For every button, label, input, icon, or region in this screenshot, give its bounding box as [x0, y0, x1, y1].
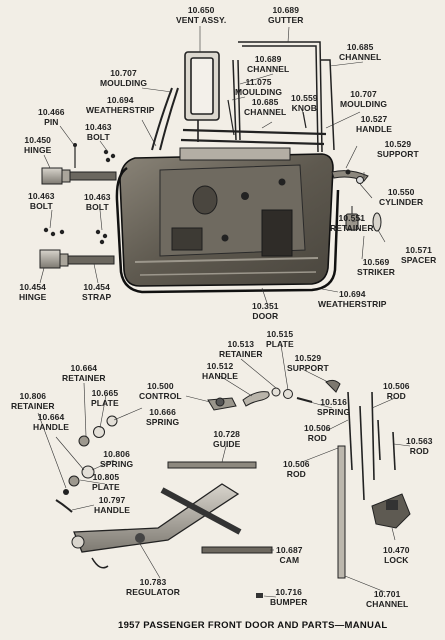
upper-hinge — [41, 143, 117, 185]
bolts-upper — [43, 149, 116, 245]
glass-run-channel — [337, 445, 346, 579]
inside-handle-parts — [55, 415, 118, 513]
door-shell — [119, 147, 334, 287]
rods — [347, 391, 396, 501]
callout-control: 10.500 CONTROL — [139, 381, 182, 401]
gutter-and-channels — [232, 41, 335, 153]
door-lock — [371, 493, 411, 529]
bumper — [256, 593, 263, 598]
vent-assembly — [184, 51, 220, 142]
window-guide — [167, 461, 257, 469]
top-weatherstrip — [151, 87, 179, 151]
leader-lines — [37, 26, 411, 598]
outside-handle-assembly — [331, 169, 369, 184]
window-regulator — [71, 483, 242, 569]
door-weatherstrip — [115, 166, 340, 294]
mouldings — [180, 99, 327, 146]
lower-hinge — [39, 249, 115, 269]
cam — [201, 546, 273, 554]
window-control-and-handle — [207, 379, 341, 411]
page-caption: 1957 PASSENGER FRONT DOOR AND PARTS—MANU… — [118, 620, 388, 631]
